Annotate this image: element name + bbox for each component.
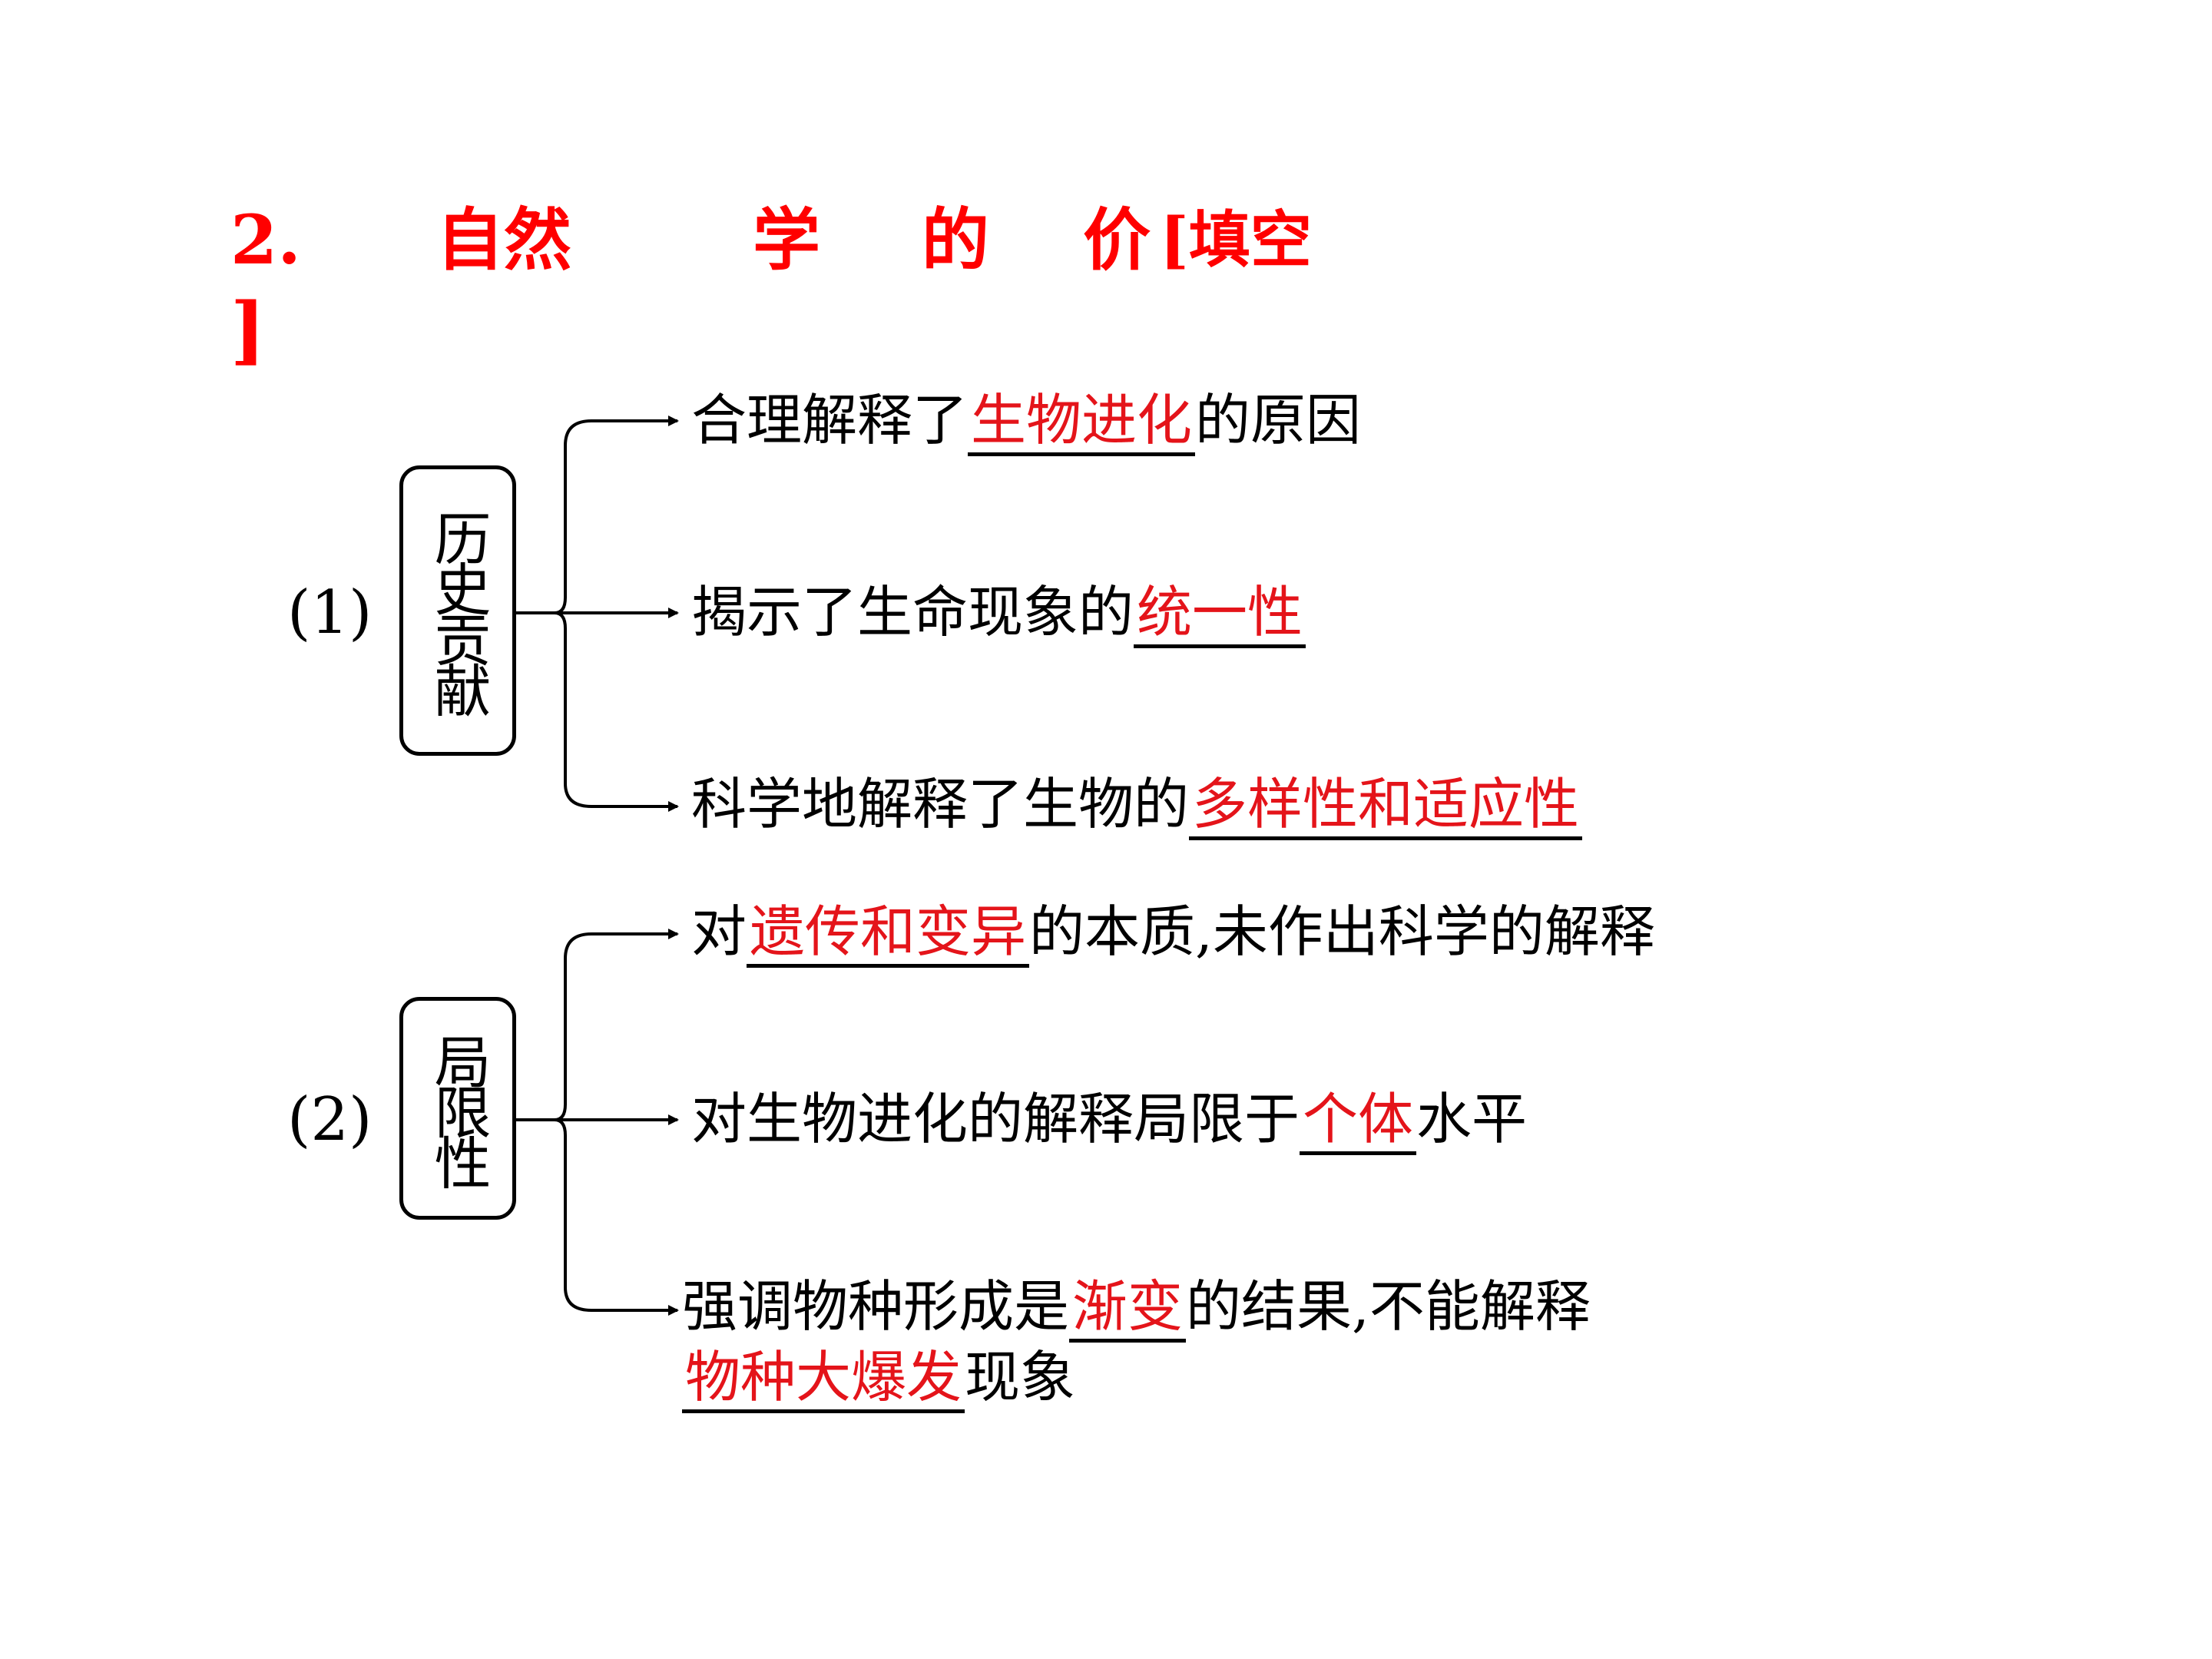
group-1-number: (1) xyxy=(287,578,373,647)
group-1-item-3: 科学地解释了生物的多样性和适应性 xyxy=(691,771,1583,840)
group-2-connectors xyxy=(516,929,679,1316)
group-2-item-3-line-2: 物种大爆发现象 xyxy=(682,1344,1075,1413)
title-word-3: 的 xyxy=(922,200,990,280)
group-1-item-1: 合理解释了生物进化的原因 xyxy=(691,387,1361,456)
group-2-item-2: 对生物进化的解释局限于个体水平 xyxy=(691,1086,1527,1155)
group-2-number: (2) xyxy=(287,1085,373,1154)
title-number: 2. xyxy=(230,200,301,280)
title-tag: [填空 xyxy=(1160,204,1312,276)
answer-blank: 生物进化 xyxy=(968,388,1196,456)
title-bracket-close: ] xyxy=(230,286,266,373)
answer-blank: 多样性和适应性 xyxy=(1189,772,1583,840)
answer-blank: 个体 xyxy=(1300,1087,1417,1155)
group-1-item-2: 揭示了生命现象的统一性 xyxy=(691,579,1306,648)
answer-blank: 遗传和变异 xyxy=(747,899,1030,968)
group-2-label: 局限性 xyxy=(425,1032,491,1184)
answer-blank: 渐变 xyxy=(1069,1274,1187,1343)
title-word-4: 价 xyxy=(1083,200,1151,280)
group-1-connectors xyxy=(516,416,679,812)
group-1-label-box: 历史贡献 xyxy=(399,465,516,756)
group-1-label: 历史贡献 xyxy=(425,509,491,712)
answer-blank: 物种大爆发 xyxy=(682,1345,965,1413)
group-2-item-1: 对遗传和变异的本质,未作出科学的解释 xyxy=(691,899,1655,968)
group-2-label-box: 局限性 xyxy=(399,997,516,1220)
answer-blank: 统一性 xyxy=(1134,580,1306,648)
group-2-item-3-line-1: 强调物种形成是渐变的结果,不能解释 xyxy=(682,1273,1591,1343)
title-word-1: 自然 xyxy=(436,200,572,280)
title-word-2: 学 xyxy=(753,200,821,280)
